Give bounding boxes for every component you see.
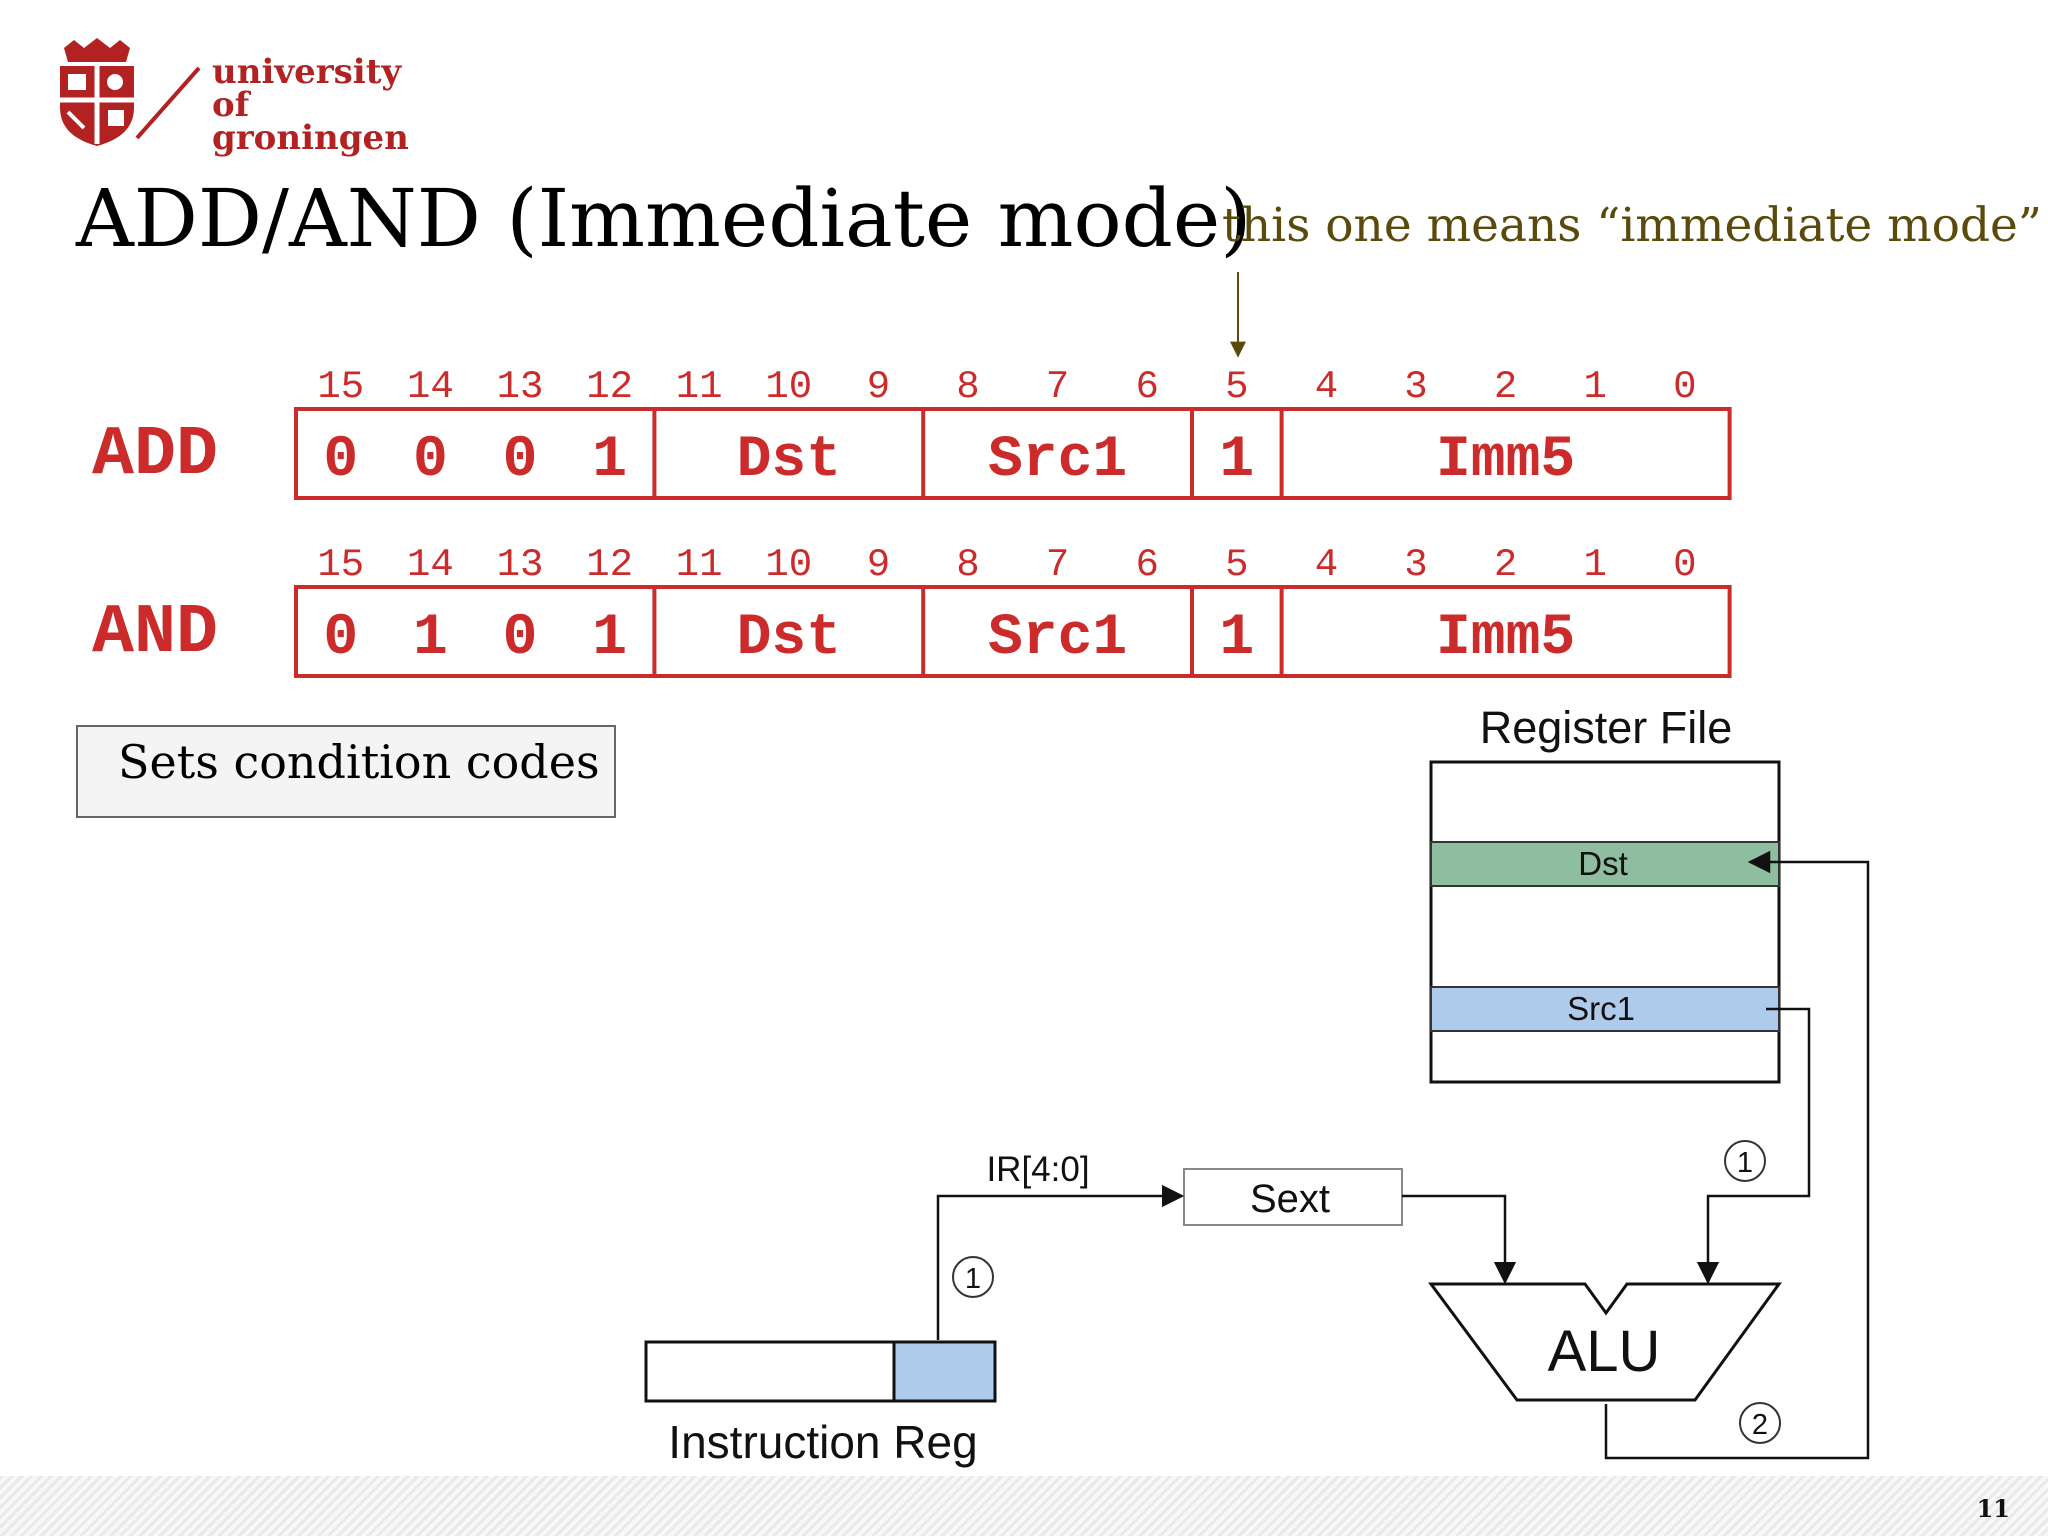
bit-number: 3 [1404, 365, 1427, 409]
logo-slash-icon [135, 66, 201, 140]
alu-to-dst-wire [1604, 850, 1870, 1460]
field-src1: Src1 [988, 428, 1127, 493]
bit-number: 15 [317, 365, 364, 409]
dst-register-label: Dst [1578, 845, 1628, 882]
bit-number: 7 [1046, 543, 1069, 587]
bit-number: 0 [1673, 543, 1696, 587]
register-file [1429, 760, 1781, 1084]
bit-number: 8 [956, 365, 979, 409]
opcode-bit: 0 [323, 428, 358, 493]
field-dst: Dst [737, 606, 841, 671]
bit-number: 9 [867, 543, 890, 587]
instruction-reg-label: Instruction Reg [668, 1416, 977, 1468]
opcode-bit: 0 [323, 606, 358, 671]
src1-to-alu-wire [1696, 1007, 1811, 1285]
opcode-bit: 1 [413, 606, 448, 671]
bit-number: 14 [407, 365, 454, 409]
bit-number: 11 [676, 543, 723, 587]
bit-number: 3 [1404, 543, 1427, 587]
university-logo: university of groningen [52, 38, 432, 155]
bit-number: 10 [765, 365, 812, 409]
instruction-name: ADD [92, 416, 218, 495]
bit-number: 11 [676, 365, 723, 409]
opcode-bit: 0 [503, 606, 538, 671]
bit-number: 1 [1583, 365, 1606, 409]
register-file-label: Register File [1480, 702, 1733, 753]
step-1-ir-circle [952, 1256, 994, 1298]
bit-number: 5 [1225, 543, 1248, 587]
alu [1428, 1282, 1782, 1402]
instruction-register [644, 1340, 896, 1403]
slide-title: ADD/AND (Immediate mode) [76, 172, 1252, 265]
university-crest-icon [60, 38, 134, 146]
sext-box [1183, 1168, 1403, 1226]
bit-number: 0 [1673, 365, 1696, 409]
logo-line-2: groningen [212, 118, 409, 158]
field-imm: Imm5 [1436, 606, 1575, 671]
field-mode: 1 [1219, 428, 1254, 493]
dst-register [1430, 841, 1780, 887]
field-src1: Src1 [988, 606, 1127, 671]
bit-number: 4 [1315, 365, 1338, 409]
instruction-register-imm-field [892, 1340, 997, 1403]
ir-to-sext-wire [936, 1184, 1185, 1340]
step-2-label: 2 [1752, 1409, 1768, 1441]
ir-bits-label: IR[4:0] [986, 1150, 1089, 1189]
bit-number: 12 [586, 543, 633, 587]
bit-number: 15 [317, 543, 364, 587]
step-1-ir-label: 1 [965, 1263, 981, 1295]
immediate-mode-annotation: this one means “immediate mode” [1222, 198, 2042, 253]
bit-number: 14 [407, 543, 454, 587]
opcode-bit: 1 [592, 428, 627, 493]
bit-number: 6 [1135, 543, 1158, 587]
bit-number: 6 [1135, 365, 1158, 409]
src1-register-label: Src1 [1567, 990, 1635, 1027]
step-1-src1-label: 1 [1737, 1147, 1753, 1179]
page-number: 11 [1976, 1494, 2010, 1523]
bit-number: 8 [956, 543, 979, 587]
bit-number: 2 [1494, 365, 1517, 409]
bit-number: 12 [586, 365, 633, 409]
opcode-bit: 0 [413, 428, 448, 493]
field-mode: 1 [1219, 606, 1254, 671]
bit-number: 2 [1494, 543, 1517, 587]
alu-label: ALU [1548, 1319, 1661, 1384]
encoding-box [294, 407, 1732, 500]
encoding-box [294, 585, 1732, 678]
condition-codes-box: Sets condition codes [76, 725, 616, 818]
sext-to-alu-wire [1402, 1194, 1517, 1285]
instruction-name: AND [92, 594, 218, 673]
logo-wordmark: university of groningen [212, 52, 432, 158]
footer-band [0, 1476, 2048, 1536]
bit-number: 10 [765, 543, 812, 587]
bit-number: 5 [1225, 365, 1248, 409]
bit-number: 7 [1046, 365, 1069, 409]
bit-number: 9 [867, 365, 890, 409]
bit-number: 13 [497, 365, 544, 409]
bit-number: 1 [1583, 543, 1606, 587]
field-imm: Imm5 [1436, 428, 1575, 493]
step-2-circle [1739, 1402, 1781, 1444]
step-1-src1-circle [1724, 1140, 1766, 1182]
condition-codes-text: Sets condition codes [118, 735, 600, 789]
opcode-bit: 1 [592, 606, 627, 671]
sext-label: Sext [1250, 1177, 1330, 1221]
logo-line-1: university of [212, 52, 402, 125]
bit-number: 13 [497, 543, 544, 587]
bit-number: 4 [1315, 543, 1338, 587]
opcode-bit: 0 [503, 428, 538, 493]
field-dst: Dst [737, 428, 841, 493]
